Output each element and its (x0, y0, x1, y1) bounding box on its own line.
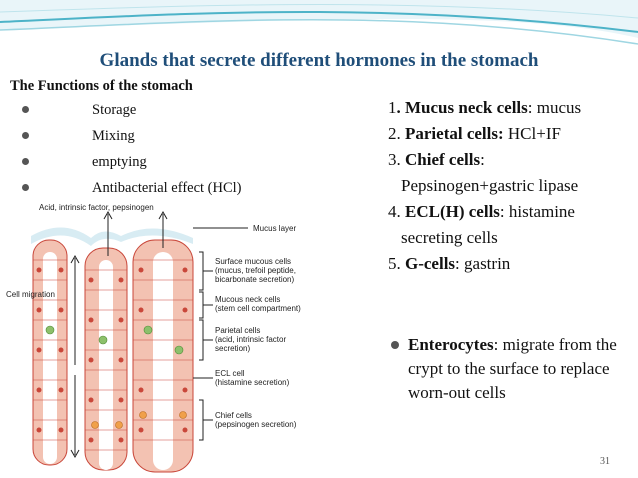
figure-top-label: Acid, intrinsic factor, pepsinogen (39, 203, 154, 212)
functions-heading: The Functions of the stomach (10, 78, 193, 94)
chief-cells-label: (pepsinogen secretion) (215, 420, 297, 429)
gastric-gland-diagram: Acid, intrinsic factor, pepsinogen Mucus… (3, 200, 374, 474)
list-item: 4. ECL(H) cells: histamine secreting cel… (388, 202, 575, 247)
list-item: Storage (22, 100, 242, 126)
surface-cells-label: (mucus, trefoil peptide, (215, 266, 296, 275)
slide-title: Glands that secrete different hormones i… (99, 50, 539, 71)
list-item: 5. G-cells: gastrin (388, 254, 511, 273)
neck-cells-label: Mucous neck cells (215, 295, 280, 304)
list-item: emptying (22, 152, 242, 178)
chief-cells-label: Chief cells (215, 411, 252, 420)
gland-cells-list: 1. Mucus neck cells: mucus 2. Parietal c… (388, 95, 636, 277)
functions-list: Storage Mixing emptying Antibacterial ef… (22, 100, 242, 204)
list-item: 2. Parietal cells: HCl+IF (388, 124, 561, 143)
mucus-layer-label: Mucus layer (253, 224, 296, 233)
bullet-icon (22, 184, 29, 191)
list-item: 3. Chief cells: Pepsinogen+gastric lipas… (388, 150, 579, 195)
surface-cells-label: Surface mucous cells (215, 257, 291, 266)
list-item: Antibacterial effect (HCl) (22, 178, 242, 204)
list-item: Mixing (22, 126, 242, 152)
parietal-cells-label: secretion) (215, 344, 250, 353)
cell-migration-label: Cell migration (6, 290, 55, 299)
bullet-icon (22, 106, 29, 113)
bullet-icon (391, 341, 399, 349)
parietal-cells-label: Parietal cells (215, 326, 260, 335)
enterocytes-note: Enterocytes: migrate from the crypt to t… (388, 333, 633, 405)
parietal-cells-label: (acid, intrinsic factor (215, 335, 286, 344)
page-number: 31 (600, 456, 610, 467)
decorative-swoosh (0, 0, 638, 45)
bullet-icon (22, 132, 29, 139)
surface-cells-label: bicarbonate secretion) (215, 275, 294, 284)
list-item: 1. Mucus neck cells: mucus (388, 98, 582, 117)
ecl-cell-label: (histamine secretion) (215, 378, 290, 387)
bullet-icon (22, 158, 29, 165)
ecl-cell-label: ECL cell (215, 369, 245, 378)
neck-cells-label: (stem cell compartment) (215, 304, 301, 313)
